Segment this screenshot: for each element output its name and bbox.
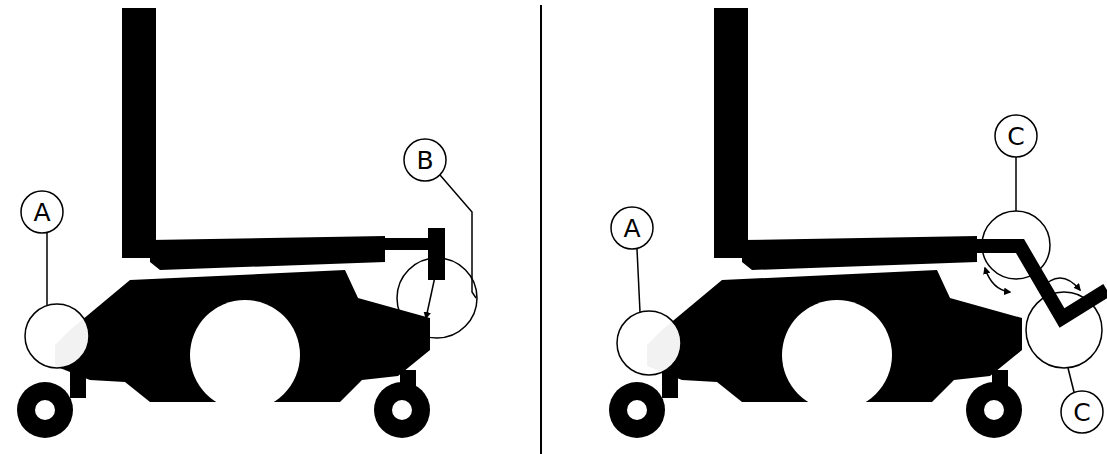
callout-letter: C: [1073, 400, 1090, 425]
callout-letter: A: [33, 200, 50, 225]
callout-letter: C: [1007, 124, 1024, 149]
callout-letter: A: [623, 216, 640, 241]
callout-letter: B: [416, 148, 433, 173]
